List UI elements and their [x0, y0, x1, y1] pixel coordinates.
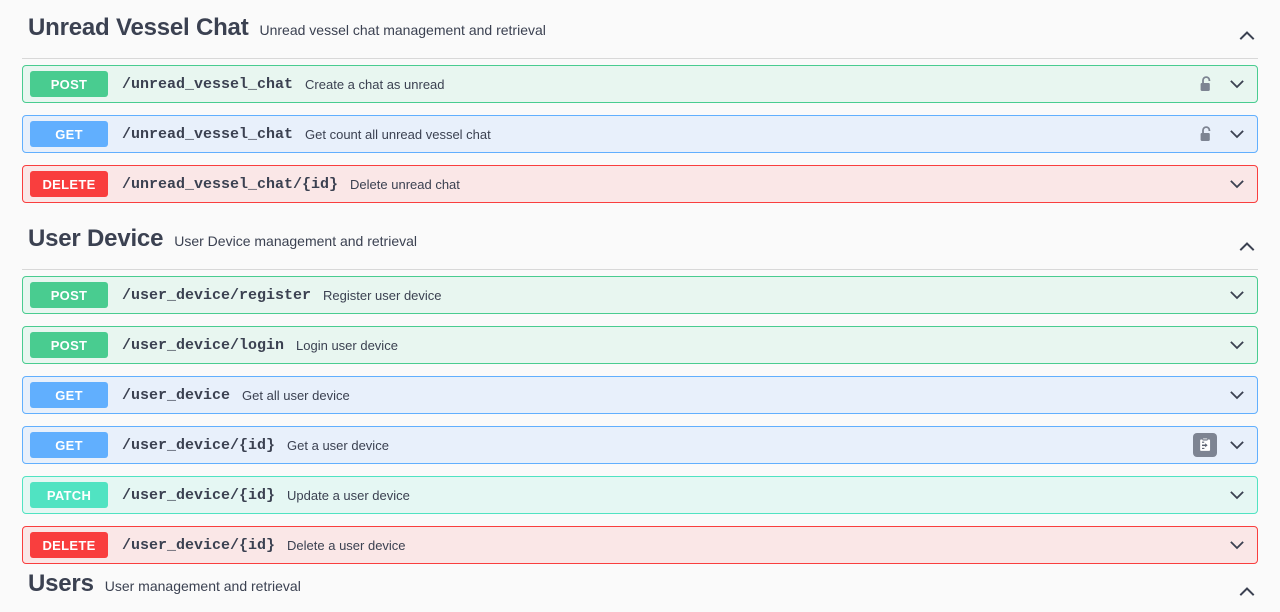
operation-controls	[1227, 335, 1247, 355]
operation-path: /user_device/login	[122, 336, 285, 354]
operation-summary: Update a user device	[287, 487, 410, 503]
operation-path: /user_device/{id}	[122, 536, 276, 554]
method-badge: POST	[30, 332, 108, 358]
operation-controls	[1195, 73, 1247, 95]
method-badge: DELETE	[30, 532, 108, 558]
operation-controls	[1193, 433, 1247, 457]
operation-row[interactable]: POST /unread_vessel_chat Create a chat a…	[22, 65, 1258, 103]
tag-header-unread-vessel-chat[interactable]: Unread Vessel Chat Unread vessel chat ma…	[18, 14, 1262, 58]
tag-title: User Device	[28, 225, 164, 252]
operation-summary: Register user device	[323, 287, 442, 303]
operation-path: /user_device/{id}	[122, 436, 276, 454]
operation-path: /unread_vessel_chat/{id}	[122, 175, 339, 193]
operation-summary: Get a user device	[287, 437, 389, 453]
tag-header-user-device[interactable]: User Device User Device management and r…	[18, 225, 1262, 269]
tag-description: User management and retrieval	[104, 578, 301, 594]
operation-controls	[1227, 485, 1247, 505]
operation-controls	[1227, 174, 1247, 194]
section-divider	[22, 269, 1258, 270]
operation-row[interactable]: PATCH /user_device/{id} Update a user de…	[22, 476, 1258, 514]
operation-summary: Login user device	[296, 337, 398, 353]
chevron-down-icon[interactable]	[1227, 124, 1247, 144]
operation-controls	[1227, 385, 1247, 405]
method-badge: DELETE	[30, 171, 108, 197]
chevron-down-icon[interactable]	[1227, 535, 1247, 555]
method-badge: PATCH	[30, 482, 108, 508]
chevron-up-icon[interactable]	[1236, 236, 1258, 258]
chevron-down-icon[interactable]	[1227, 335, 1247, 355]
operation-path: /user_device/register	[122, 286, 312, 304]
chevron-down-icon[interactable]	[1227, 485, 1247, 505]
tag-description: Unread vessel chat management and retrie…	[259, 22, 546, 38]
operation-controls	[1227, 535, 1247, 555]
method-badge: GET	[30, 121, 108, 147]
chevron-down-icon[interactable]	[1227, 285, 1247, 305]
tag-description: User Device management and retrieval	[174, 233, 418, 249]
chevron-down-icon[interactable]	[1227, 435, 1247, 455]
operation-path: /unread_vessel_chat	[122, 125, 294, 143]
unlocked-padlock-icon[interactable]	[1195, 73, 1217, 95]
method-badge: POST	[30, 282, 108, 308]
tag-section-unread-vessel-chat: Unread Vessel Chat Unread vessel chat ma…	[0, 0, 1280, 203]
operation-summary: Create a chat as unread	[305, 76, 445, 92]
unlocked-padlock-icon[interactable]	[1195, 123, 1217, 145]
operation-controls	[1195, 123, 1247, 145]
section-divider	[22, 58, 1258, 59]
clipboard-arrow-icon[interactable]	[1193, 433, 1217, 457]
operation-summary: Get all user device	[242, 387, 350, 403]
operation-path: /unread_vessel_chat	[122, 75, 294, 93]
operation-row[interactable]: GET /user_device Get all user device	[22, 376, 1258, 414]
tag-title: Users	[28, 570, 94, 597]
chevron-up-icon[interactable]	[1236, 581, 1258, 603]
operation-summary: Delete a user device	[287, 537, 406, 553]
chevron-down-icon[interactable]	[1227, 74, 1247, 94]
operation-list-unread-vessel-chat: POST /unread_vessel_chat Create a chat a…	[18, 65, 1262, 203]
operation-path: /user_device	[122, 386, 231, 404]
chevron-down-icon[interactable]	[1227, 174, 1247, 194]
method-badge: GET	[30, 432, 108, 458]
chevron-up-icon[interactable]	[1236, 25, 1258, 47]
operation-controls	[1227, 285, 1247, 305]
operation-row[interactable]: GET /unread_vessel_chat Get count all un…	[22, 115, 1258, 153]
tag-header-users[interactable]: Users User management and retrieval	[18, 570, 1262, 612]
operation-summary: Get count all unread vessel chat	[305, 126, 491, 142]
method-badge: POST	[30, 71, 108, 97]
operation-row[interactable]: DELETE /user_device/{id} Delete a user d…	[22, 526, 1258, 564]
operation-summary: Delete unread chat	[350, 176, 460, 192]
operation-row[interactable]: POST /user_device/register Register user…	[22, 276, 1258, 314]
operation-row[interactable]: DELETE /unread_vessel_chat/{id} Delete u…	[22, 165, 1258, 203]
tag-section-user-device: User Device User Device management and r…	[0, 215, 1280, 564]
chevron-down-icon[interactable]	[1227, 385, 1247, 405]
operation-path: /user_device/{id}	[122, 486, 276, 504]
tag-title: Unread Vessel Chat	[28, 14, 249, 41]
operation-row[interactable]: GET /user_device/{id} Get a user device	[22, 426, 1258, 464]
tag-section-users-partial: Users User management and retrieval	[0, 570, 1280, 612]
operation-row[interactable]: POST /user_device/login Login user devic…	[22, 326, 1258, 364]
operation-list-user-device: POST /user_device/register Register user…	[18, 276, 1262, 564]
method-badge: GET	[30, 382, 108, 408]
